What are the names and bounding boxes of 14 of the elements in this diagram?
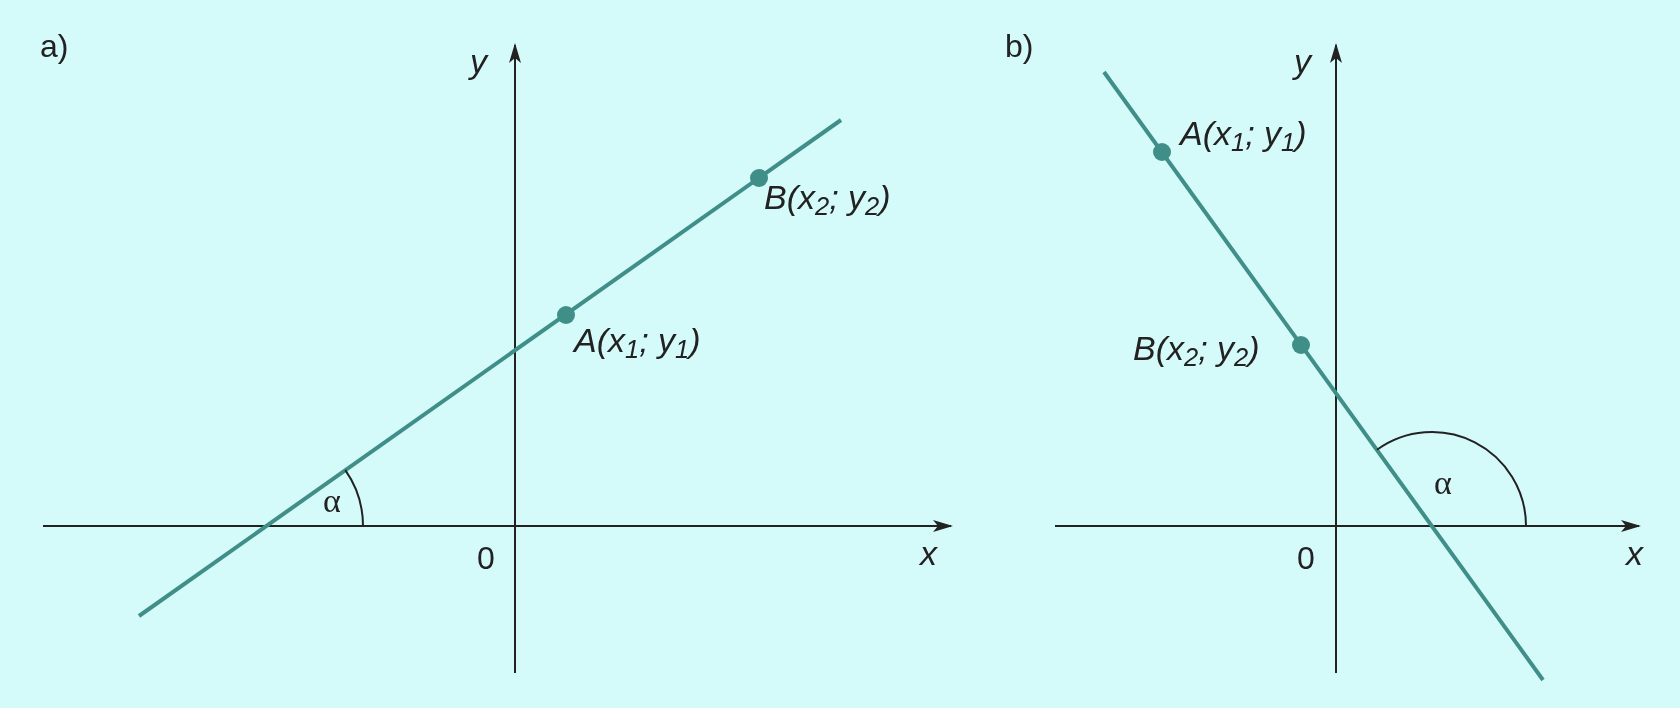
axis-label: x xyxy=(920,536,937,570)
point-label: B(x$_{2}$; y$_{2}$) xyxy=(764,180,891,214)
angle-label: α xyxy=(1434,466,1452,500)
point-label: B(x$_{2}$; y$_{2}$) xyxy=(1133,331,1260,365)
origin-label: 0 xyxy=(477,542,495,574)
point-label: A(x$_{1}$; y$_{1}$) xyxy=(574,323,701,357)
angle-label: α xyxy=(323,484,341,518)
panel-label: a) xyxy=(40,30,69,62)
axis-label: x xyxy=(1626,536,1643,570)
axis-label: y xyxy=(1294,44,1311,78)
axis-label: y xyxy=(470,44,487,78)
panel-label: b) xyxy=(1005,30,1034,62)
point-label: A(x$_{1}$; y$_{1}$) xyxy=(1180,116,1307,150)
origin-label: 0 xyxy=(1297,542,1315,574)
